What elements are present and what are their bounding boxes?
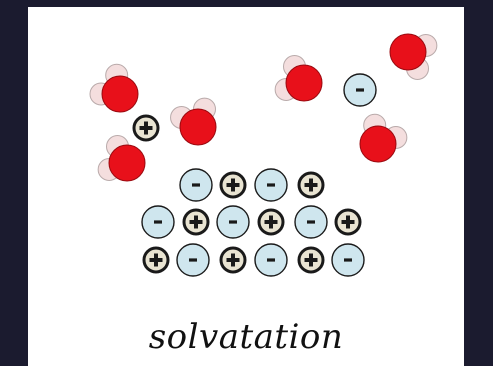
lattice-cation	[142, 246, 170, 274]
figure-panel: solvatation	[28, 7, 464, 366]
lattice-anion	[179, 168, 213, 202]
water-molecule	[274, 55, 323, 102]
solvation-diagram	[89, 33, 438, 277]
lattice-cation	[182, 208, 210, 236]
lattice-cation	[257, 208, 285, 236]
figure-caption: solvatation	[148, 317, 344, 357]
lattice-cation	[297, 171, 325, 199]
lattice-cation	[219, 171, 247, 199]
water-molecule	[389, 33, 438, 80]
lattice-anion	[141, 205, 175, 239]
water-molecule	[170, 97, 217, 146]
water-molecule	[97, 135, 146, 182]
cation-ion	[132, 114, 160, 142]
lattice-anion	[216, 205, 250, 239]
water-molecule	[359, 113, 408, 163]
water-molecule	[89, 63, 139, 113]
lattice-anion	[331, 243, 365, 277]
lattice-anion	[294, 205, 328, 239]
lattice-anion	[254, 168, 288, 202]
anion-ion	[343, 73, 377, 107]
lattice-cation	[297, 246, 325, 274]
lattice-anion	[176, 243, 210, 277]
lattice-cation	[334, 208, 362, 236]
lattice-cation	[219, 246, 247, 274]
lattice-anion	[254, 243, 288, 277]
